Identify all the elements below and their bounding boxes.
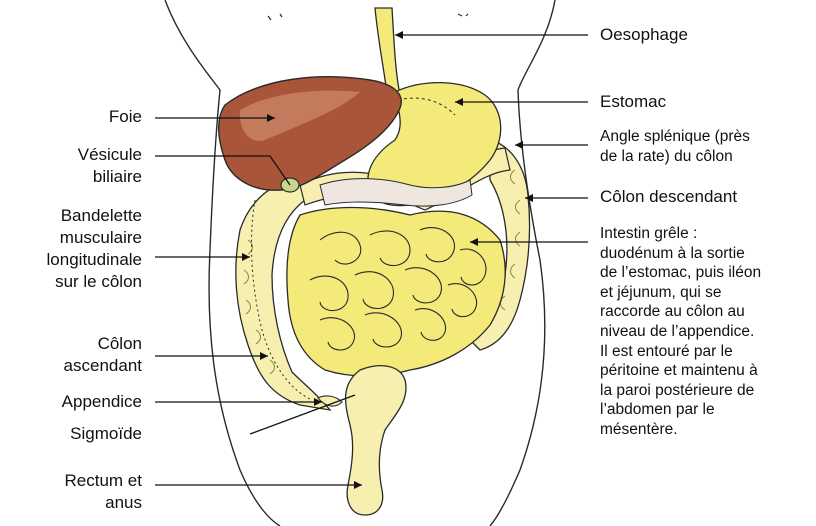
label-line: Bandelette xyxy=(10,205,142,227)
label-line: niveau de l’appendice. xyxy=(600,322,761,342)
label-colon-descendant: Côlon descendant xyxy=(600,186,737,208)
label-line: Rectum et xyxy=(20,470,142,492)
chest-mark-left xyxy=(268,14,282,20)
label-line: l’abdomen par le xyxy=(600,400,761,420)
label-line: Intestin grêle : xyxy=(600,224,761,244)
label-line: de l’estomac, puis iléon xyxy=(600,263,761,283)
label-line: anus xyxy=(20,492,142,514)
label-line: raccorde au côlon au xyxy=(600,302,761,322)
chest-mark-right xyxy=(458,14,468,16)
label-intestin-grele: Intestin grêle : duodénum à la sortie de… xyxy=(600,224,761,440)
label-sigmoide: Sigmoïde xyxy=(20,423,142,445)
label-foie: Foie xyxy=(40,106,142,128)
label-colon-ascendant: Côlon ascendant xyxy=(40,333,142,377)
label-line: Côlon xyxy=(40,333,142,355)
label-line: Il est entouré par le xyxy=(600,342,761,362)
label-line: de la rate) du côlon xyxy=(600,147,750,167)
label-line: Angle splénique (près xyxy=(600,127,750,147)
label-line: péritoine et maintenu à xyxy=(600,361,761,381)
label-line: Côlon descendant xyxy=(600,186,737,208)
label-line: ascendant xyxy=(40,355,142,377)
label-line: Oesophage xyxy=(600,24,688,46)
label-line: musculaire xyxy=(10,227,142,249)
label-line: et jéjunum, qui se xyxy=(600,283,761,303)
label-line: longitudinale xyxy=(10,249,142,271)
label-line: biliaire xyxy=(40,166,142,188)
label-line: duodénum à la sortie xyxy=(600,244,761,264)
label-line: Foie xyxy=(40,106,142,128)
sigmoid-rectum xyxy=(346,366,406,515)
label-line: sur le côlon xyxy=(10,271,142,293)
label-oesophage: Oesophage xyxy=(600,24,688,46)
label-line: Vésicule xyxy=(40,144,142,166)
label-appendice: Appendice xyxy=(20,391,142,413)
label-estomac: Estomac xyxy=(600,91,666,113)
label-line: Sigmoïde xyxy=(20,423,142,445)
label-line: Estomac xyxy=(600,91,666,113)
label-bandelette: Bandelette musculaire longitudinale sur … xyxy=(10,205,142,293)
label-angle-splenique: Angle splénique (près de la rate) du côl… xyxy=(600,127,750,166)
label-line: Appendice xyxy=(20,391,142,413)
label-line: mésentère. xyxy=(600,420,761,440)
label-vesicule-biliaire: Vésicule biliaire xyxy=(40,144,142,188)
label-rectum-anus: Rectum et anus xyxy=(20,470,142,514)
label-line: la paroi postérieure de xyxy=(600,381,761,401)
